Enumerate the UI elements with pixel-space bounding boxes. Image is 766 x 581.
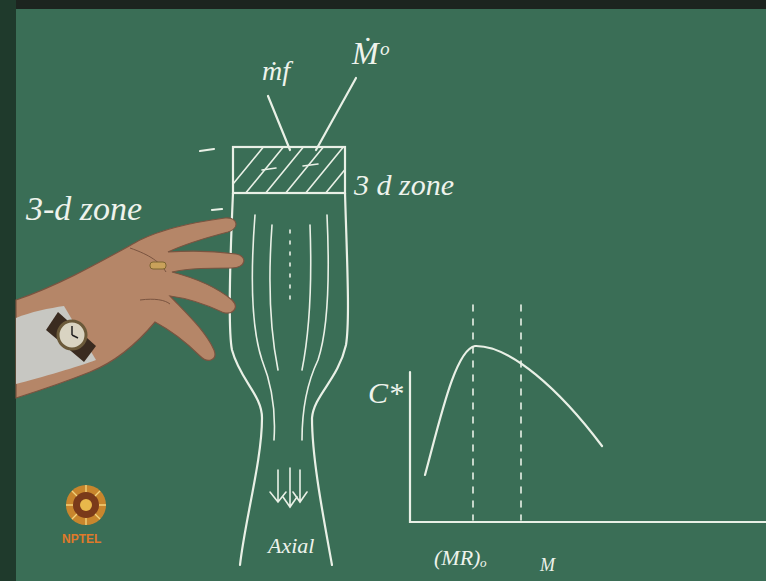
- dashed-marker: [473, 305, 521, 520]
- c-star-curve: [425, 346, 602, 475]
- chamber-wall: [312, 193, 348, 565]
- chamber-sketch: [200, 78, 766, 565]
- nptel-logo: [66, 485, 106, 525]
- board-frame: [0, 0, 16, 581]
- injector-plate: [233, 147, 345, 193]
- leader-line: [268, 96, 290, 150]
- axis-label: C*: [368, 376, 403, 409]
- axis-label: M: [540, 556, 555, 576]
- oxidizer-flow-symbol: Ṁᵒ: [352, 36, 388, 71]
- fuel-flow-symbol: ṁf: [262, 56, 290, 87]
- wristwatch: [46, 312, 96, 362]
- zone-label: 3-d zone: [26, 190, 142, 227]
- axial-label: Axial: [268, 534, 314, 558]
- hatching: [233, 148, 345, 192]
- mixture-ratio-label: (MR)ₒ: [434, 546, 487, 570]
- zone-label: 3 d zone: [354, 168, 454, 201]
- hand: [16, 218, 244, 398]
- chamber-wall: [230, 193, 262, 565]
- flow-lines: [252, 215, 328, 507]
- logo-text: NPTEL: [62, 533, 101, 546]
- board-frame: [0, 0, 766, 9]
- graph-axes: [410, 372, 766, 522]
- leader-line: [316, 78, 356, 150]
